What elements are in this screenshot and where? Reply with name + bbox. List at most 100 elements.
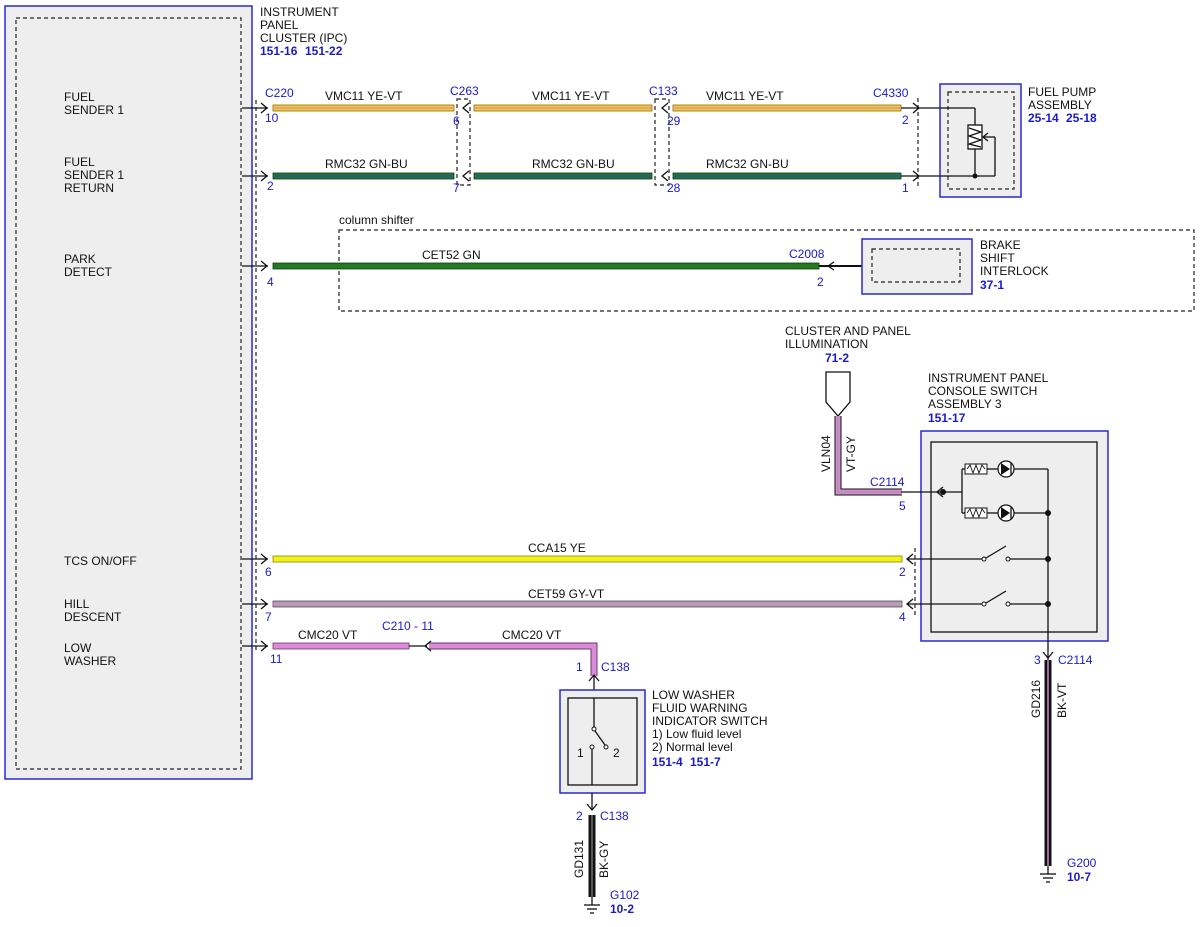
connector-c263[interactable]: C263 (450, 84, 479, 98)
pin-1: 1 (902, 181, 909, 195)
wire-label-bk-vt: BK-VT (1055, 682, 1069, 718)
illum-ref[interactable]: 71-2 (825, 351, 849, 365)
console-title-2: CONSOLE SWITCH (928, 384, 1037, 398)
pin-label-fuel-return: RETURN (64, 181, 114, 195)
pin-label-hill: HILL (64, 597, 90, 611)
ground-g102[interactable]: G102 (610, 888, 640, 902)
fuel-pump-ref-2[interactable]: 25-18 (1066, 111, 1097, 125)
pin-label-washer: WASHER (64, 654, 117, 668)
wire-cet52[interactable] (272, 262, 820, 270)
connector-c2114[interactable]: C2114 (870, 475, 905, 489)
column-shifter-label: column shifter (339, 213, 414, 227)
brake-shift-interlock[interactable] (819, 238, 973, 295)
ipc-ref-1[interactable]: 151-16 (260, 44, 298, 58)
washer-title-3: INDICATOR SWITCH (652, 714, 768, 728)
wire-label-vt-gy: VT-GY (844, 436, 858, 472)
pin-2: 2 (267, 179, 274, 193)
wire-label-bk-gy: BK-GY (597, 841, 611, 878)
column-shifter-region (338, 229, 1195, 312)
connector-c133[interactable]: C133 (649, 84, 678, 98)
wire-label-cet52: CET52 GN (422, 248, 481, 262)
washer-ref-1[interactable]: 151-4 (652, 755, 683, 769)
ipc-title-3: CLUSTER (IPC) (260, 31, 347, 45)
connector-c220[interactable]: C220 (265, 86, 294, 100)
connector-c4330[interactable]: C4330 (873, 86, 909, 100)
wire-label-vln04: VLN04 (819, 435, 833, 472)
wire-label-gd216: GD216 (1029, 680, 1043, 718)
wire-cca15[interactable] (272, 555, 903, 563)
brake-title-1: BRAKE (980, 238, 1021, 252)
washer-note-2: 2) Normal level (652, 740, 733, 754)
wire-label-cmc20-1: CMC20 VT (298, 628, 358, 642)
pin-2: 2 (899, 565, 906, 579)
wire-label-vmc11-1: VMC11 YE-VT (325, 89, 403, 103)
pin-7: 7 (453, 181, 460, 195)
pin-11: 11 (270, 652, 283, 666)
pin-label-washer: LOW (64, 641, 92, 655)
connector-c138-top[interactable]: C138 (601, 660, 630, 674)
washer-title-1: LOW WASHER (652, 688, 735, 702)
washer-title-2: FLUID WARNING (652, 701, 748, 715)
pin-7: 7 (265, 610, 272, 624)
ipc-box (4, 5, 253, 780)
wire-label-vmc11-3: VMC11 YE-VT (706, 89, 784, 103)
pin-1: 1 (576, 660, 583, 674)
pin-29: 29 (667, 114, 681, 128)
pin-2: 2 (902, 113, 909, 127)
pin-2: 2 (817, 275, 824, 289)
wire-cmc20[interactable] (272, 640, 598, 676)
ground-g200[interactable]: G200 (1067, 856, 1097, 870)
washer-ref-2[interactable]: 151-7 (690, 755, 721, 769)
connector-c138-bottom[interactable]: C138 (600, 809, 629, 823)
wire-vln04[interactable] (834, 416, 902, 496)
console-title-3: ASSEMBLY 3 (928, 397, 1002, 411)
pin-4: 4 (899, 610, 906, 624)
illum-title-1: CLUSTER AND PANEL (785, 324, 911, 338)
illum-connector-icon (825, 371, 851, 417)
wire-label-rmc32-3: RMC32 GN-BU (706, 157, 789, 171)
connector-c210-11[interactable]: C210 - 11 (382, 619, 434, 633)
pin-label-fuel-return: FUEL (64, 155, 95, 169)
pin-label-park: DETECT (64, 265, 113, 279)
ipc-ref-2[interactable]: 151-22 (305, 44, 343, 58)
pin-label-tcs: TCS ON/OFF (64, 554, 137, 568)
console-switch-assembly[interactable] (901, 430, 1109, 660)
ipc-module: INSTRUMENT PANEL CLUSTER (IPC) 151-16 15… (4, 5, 347, 780)
wire-vmc11[interactable] (272, 104, 902, 112)
pin-label-fuel-sender: SENDER 1 (64, 103, 124, 117)
ipc-title-2: PANEL (260, 18, 299, 32)
ipc-inner-dashed (15, 17, 242, 770)
fuel-pump-ref-1[interactable]: 25-14 (1028, 111, 1059, 125)
fuel-pump-title-1: FUEL PUMP (1028, 85, 1096, 99)
switch-position-2: 2 (613, 746, 620, 760)
pin-3: 3 (1034, 653, 1041, 667)
inline-connectors (456, 98, 940, 186)
ground-g200-ref[interactable]: 10-7 (1067, 870, 1091, 884)
washer-note-1: 1) Low fluid level (652, 727, 741, 741)
wire-label-rmc32-2: RMC32 GN-BU (532, 157, 615, 171)
connector-c2008[interactable]: C2008 (789, 247, 825, 261)
illum-title-2: ILLUMINATION (785, 337, 868, 351)
ipc-pin-arrows (260, 102, 269, 652)
fuel-pump-assembly[interactable] (939, 83, 1022, 198)
console-ref[interactable]: 151-17 (928, 411, 966, 425)
ground-g102-ref[interactable]: 10-2 (610, 902, 634, 916)
pin-label-hill: DESCENT (64, 610, 122, 624)
wire-label-gd131: GD131 (572, 840, 586, 878)
brake-title-3: INTERLOCK (980, 264, 1049, 278)
wire-cet59[interactable] (272, 600, 903, 608)
fuel-pump-title-2: ASSEMBLY (1028, 98, 1092, 112)
pin-label-park: PARK (64, 252, 96, 266)
console-title-1: INSTRUMENT PANEL (928, 371, 1049, 385)
c2114-pin3-arrow (1042, 651, 1054, 660)
switch-position-1: 1 (577, 746, 584, 760)
connector-c2114-bottom[interactable]: C2114 (1058, 653, 1093, 667)
ground-g102-icon (584, 897, 600, 914)
pin-6: 6 (265, 565, 272, 579)
pin-label-fuel-sender: FUEL (64, 90, 95, 104)
low-washer-switch[interactable]: 1 2 (559, 673, 646, 812)
wire-rmc32[interactable] (272, 172, 902, 180)
brake-ref[interactable]: 37-1 (980, 278, 1004, 292)
wire-label-vmc11-2: VMC11 YE-VT (532, 89, 610, 103)
